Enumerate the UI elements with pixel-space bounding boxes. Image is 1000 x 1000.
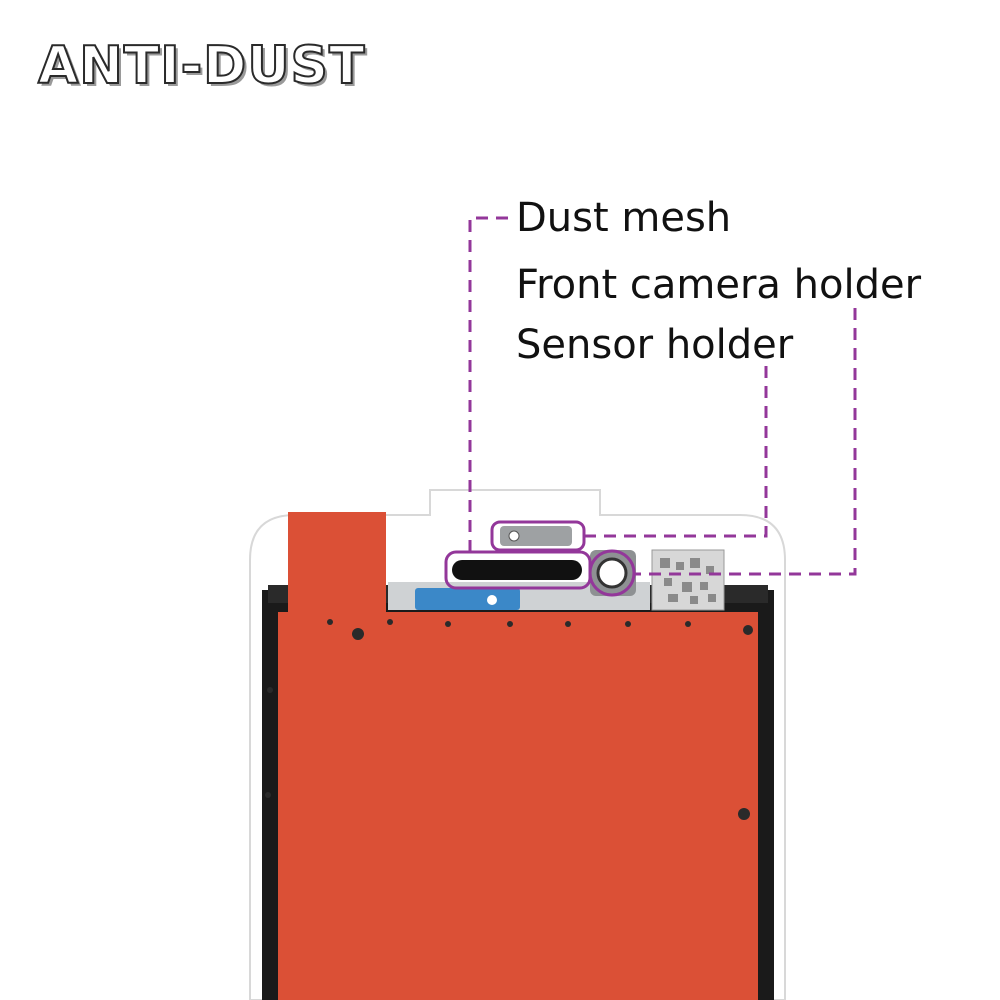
- headline-title: ANTI-DUST: [37, 36, 366, 96]
- leader-line-dust-mesh: [468, 216, 508, 552]
- label-sensor-holder: Sensor holder: [516, 322, 794, 368]
- leader-line-sensor-holder: [634, 308, 857, 576]
- rivets: [265, 619, 753, 820]
- label-dust-mesh: Dust mesh: [516, 195, 732, 241]
- dust-mesh-slot: [452, 560, 582, 580]
- label-front-camera-holder: Front camera holder: [516, 262, 922, 308]
- leader-line-camera-holder: [584, 366, 768, 538]
- flex-cable: [415, 588, 520, 610]
- camera-ring-icon: [590, 550, 636, 596]
- corner-sticker: [288, 512, 386, 612]
- backplate-film: [278, 612, 758, 1000]
- camera-bracket: [500, 526, 572, 546]
